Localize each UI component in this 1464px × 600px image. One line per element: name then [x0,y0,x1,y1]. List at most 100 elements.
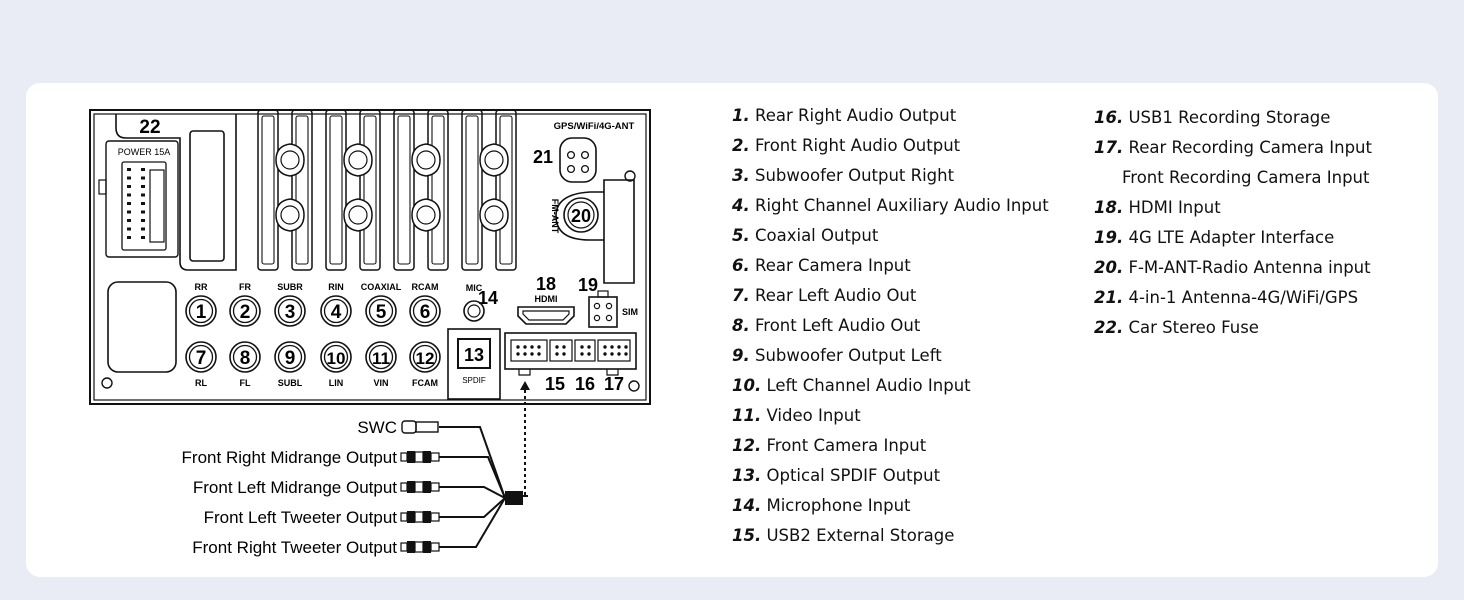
legend-text: 4-in-1 Antenna-4G/WiFi/GPS [1128,288,1359,307]
cable-wire-4 [439,497,506,548]
usb-number-15: 15 [545,374,565,394]
rca-jack-9 [274,341,306,373]
legend-item: 9. Subwoofer Output Left [732,346,942,365]
legend-number: 7. [732,286,750,305]
rca-jack-3 [274,295,306,327]
legend-item: 6. Rear Camera Input [732,256,911,275]
legend-text: Microphone Input [766,496,911,515]
hdmi-label: HDMI [535,294,558,304]
cable-label-1: Front Right Midrange Output [182,448,398,467]
heat-sink [257,109,517,271]
hdmi-port [517,306,575,325]
legend-text: 4G LTE Adapter Interface [1128,228,1335,247]
rca-jack-8 [229,341,261,373]
legend-item: 7. Rear Left Audio Out [732,286,916,305]
legend-number: 10. [732,376,762,395]
legend-text: USB2 External Storage [766,526,955,545]
legend-text: Rear Camera Input [755,256,911,275]
usb-number-17: 17 [604,374,624,394]
power-connector [105,140,179,258]
mic-number: 14 [478,288,498,308]
legend-text: Subwoofer Output Right [755,166,955,185]
legend-item: 12. Front Camera Input [732,436,926,455]
legend-text: Front Right Audio Output [755,136,961,155]
gps-connector [559,137,597,183]
legend-text: Front Camera Input [766,436,927,455]
mic-label: MIC [466,283,483,293]
legend-item: 2. Front Right Audio Output [732,136,960,155]
rca-jack-2 [229,295,261,327]
legend-text: Subwoofer Output Left [755,346,942,365]
jack-number-6: 6 [420,302,431,323]
rca-jack-6 [409,295,441,327]
spdif-port [447,328,501,400]
legend-number: 4. [732,196,750,215]
legend-number: 6. [732,256,750,275]
hdmi-number: 18 [536,274,556,294]
jack-number-10: 10 [327,349,346,368]
power-label: POWER 15A [118,147,171,157]
spdif-label: SPDIF [462,376,486,385]
legend-number: 14. [732,496,762,515]
jack-label-1: RR [195,282,208,292]
jack-number-9: 9 [285,348,296,369]
rca-plug-icon [400,482,408,492]
legend-text: HDMI Input [1128,198,1221,217]
jack-label-3: SUBR [277,282,303,292]
gps-label: GPS/WiFi/4G-ANT [554,121,635,132]
mic-jack [463,300,485,322]
rca-jack-11 [365,341,397,373]
legend-item: 16. USB1 Recording Storage [1094,108,1330,127]
legend-number: 9. [732,346,750,365]
legend-item: 15. USB2 External Storage [732,526,954,545]
legend-number: 21. [1094,288,1124,307]
spdif-number: 13 [464,345,484,365]
legend-item: 20. F-M-ANT-Radio Antenna input [1094,258,1371,277]
legend-number: 5. [732,226,750,245]
legend-item: 11. Video Input [732,406,861,425]
jack-label-9: SUBL [278,378,303,388]
gps-number: 21 [533,147,553,167]
legend-text: USB1 Recording Storage [1128,108,1331,127]
legend-text: Right Channel Auxiliary Audio Input [755,196,1049,215]
legend-item: 14. Microphone Input [732,496,911,515]
jack-label-7: RL [195,378,207,388]
legend-item: 21. 4-in-1 Antenna-4G/WiFi/GPS [1094,288,1358,307]
legend-item: 13. Optical SPDIF Output [732,466,940,485]
jack-number-4: 4 [331,302,342,323]
legend-item: 3. Subwoofer Output Right [732,166,954,185]
rca-plug-icon [400,512,408,522]
harness-connector [505,491,523,505]
jack-number-1: 1 [196,302,207,323]
jack-number-3: 3 [285,302,296,323]
cable-label-3: Front Left Tweeter Output [204,508,398,527]
sim-number: 19 [578,275,598,295]
legend-number: 22. [1094,318,1124,337]
legend-number: 13. [732,466,762,485]
sim-port [588,296,618,328]
cable-wire-3 [439,497,506,518]
jack-label-10: LIN [329,378,344,388]
legend-number: 15. [732,526,762,545]
legend-item: 19. 4G LTE Adapter Interface [1094,228,1334,247]
rca-jack-1 [185,295,217,327]
cable-label-0: SWC [357,418,397,437]
jack-number-8: 8 [240,348,251,369]
legend-number: 8. [732,316,750,335]
cable-label-4: Front Right Tweeter Output [192,538,397,557]
legend-number: 17. [1094,138,1124,157]
cable-label-2: Front Left Midrange Output [193,478,397,497]
jack-number-11: 11 [372,349,390,368]
legend-number: 3. [732,166,750,185]
rca-jack-12 [409,341,441,373]
sim-label: SIM [622,307,638,317]
rca-plug-icon [400,542,408,552]
legend-item: 10. Left Channel Audio Input [732,376,971,395]
legend-number: 19. [1094,228,1124,247]
legend-text: Left Channel Audio Input [766,376,971,395]
rca-jack-10 [320,341,352,373]
legend-number: 12. [732,436,762,455]
jack-number-5: 5 [376,302,387,323]
legend-item: Front Recording Camera Input [1094,168,1369,187]
legend-number: 18. [1094,198,1124,217]
